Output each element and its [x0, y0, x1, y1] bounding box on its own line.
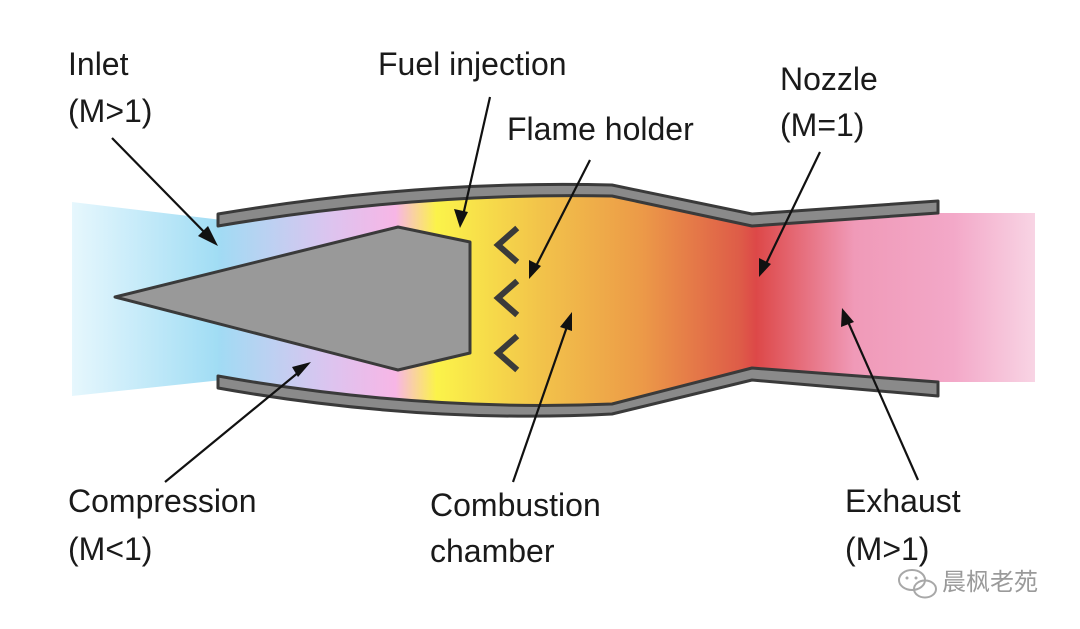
combustion-label: Combustion	[430, 487, 601, 523]
flame-holder-chevron	[493, 333, 520, 373]
inlet-arrow	[111, 137, 213, 241]
flame-holders	[493, 225, 520, 373]
wechat-icon	[898, 569, 937, 599]
combustion-arrowhead	[560, 312, 572, 331]
combustion-arrow	[511, 317, 572, 483]
nozzle-arrowhead	[759, 258, 771, 277]
compression-mach-label: (M<1)	[68, 531, 152, 567]
nozzle-label: Nozzle	[780, 61, 878, 97]
flame-holder-chevron	[493, 225, 520, 265]
nozzle-arrow	[762, 151, 821, 271]
exhaust-mach-label: (M>1)	[845, 531, 929, 567]
compression-arrowhead	[292, 362, 311, 377]
flame-holder-arrow	[532, 159, 591, 273]
flame-holder-arrowhead	[529, 260, 541, 279]
fuel-injection-arrow	[460, 96, 492, 221]
nozzle-mach-label: (M=1)	[780, 107, 864, 143]
flame-holder-label: Flame holder	[507, 111, 694, 147]
inlet-spike	[113, 225, 472, 372]
arrowheads	[198, 209, 854, 377]
fuel-injection-arrowhead	[454, 209, 468, 228]
flame-holder-chevron	[493, 278, 520, 318]
watermark-text: 晨枫老苑	[942, 568, 1038, 596]
inlet-arrowhead	[198, 226, 218, 246]
exhaust-label: Exhaust	[845, 483, 961, 519]
compression-arrow	[164, 366, 306, 483]
exhaust-arrow	[843, 314, 920, 481]
inlet-mach-label: (M>1)	[68, 93, 152, 129]
fuel-injection-label: Fuel injection	[378, 46, 567, 82]
upper-casing	[216, 182, 940, 228]
leader-arrows	[111, 96, 920, 483]
inlet-label: Inlet	[68, 46, 129, 82]
watermark: 晨枫老苑	[898, 568, 1038, 599]
exhaust-arrowhead	[841, 308, 854, 327]
compression-label: Compression	[68, 483, 257, 519]
lower-casing	[216, 366, 940, 418]
combustion-chamber-label: chamber	[430, 533, 555, 569]
